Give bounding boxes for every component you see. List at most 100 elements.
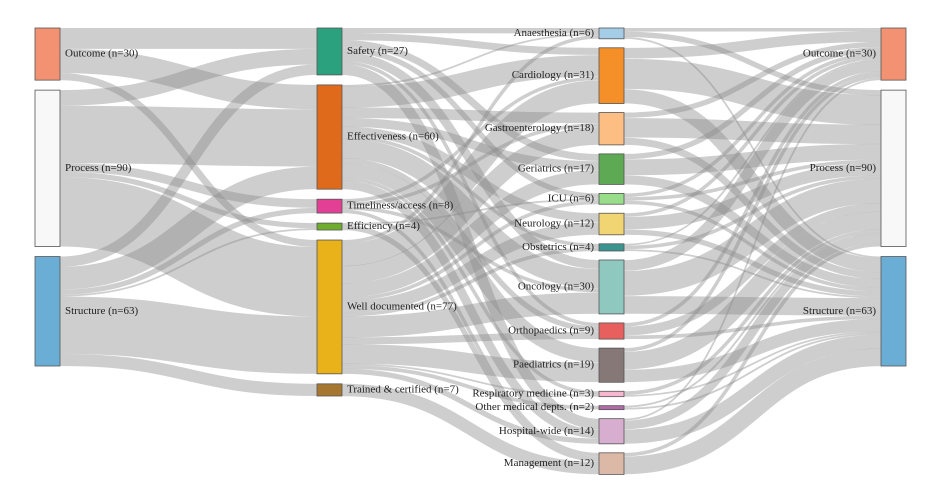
flow-link-Q-welldoc-to-S-resp xyxy=(341,363,600,397)
node-r-structure xyxy=(880,256,907,367)
node-label-q-welldoc: Well documented (n=77) xyxy=(347,300,457,312)
flow-link-S-cardio-to-R-process xyxy=(623,58,882,126)
flow-link-S-geri-to-R-process xyxy=(623,143,882,176)
node-s-mgmt xyxy=(598,452,625,475)
flow-link-Q-effic-to-S-icu xyxy=(341,198,600,225)
flow-link-S-ortho-to-R-process xyxy=(623,203,882,336)
flow-link-S-onco-to-R-process xyxy=(623,178,882,296)
node-s-hosp xyxy=(598,418,625,445)
node-label-s-obst: Obstetrics (n=4) xyxy=(522,241,594,253)
flow-link-S-hosp-to-R-outcome xyxy=(623,78,882,421)
flow-link-S-neuro-to-R-process xyxy=(623,163,882,230)
flow-link-S-gastro-to-R-outcome xyxy=(623,41,882,118)
node-s-geri xyxy=(598,153,625,185)
node-s-obst xyxy=(598,243,625,252)
flow-link-Q-welldoc-to-S-other xyxy=(341,365,600,410)
node-s-cardio xyxy=(598,47,625,104)
flow-link-S-icu-to-R-process xyxy=(623,159,882,201)
flow-link-Q-welldoc-to-S-gastro xyxy=(341,127,600,284)
flow-link-S-resp-to-R-process xyxy=(623,229,882,395)
flow-link-L-outcome-to-Q-effect xyxy=(59,48,318,110)
node-labels: Outcome (n=30) Process (n=90) Structure (n… xyxy=(65,27,876,469)
node-label-s-geri: Geriatrics (n=17) xyxy=(518,163,594,175)
flow-link-Q-timely-to-S-gastro xyxy=(341,123,600,207)
flow-link-Q-effect-to-S-geri xyxy=(341,117,600,170)
flow-link-S-mgmt-to-R-process xyxy=(623,243,882,457)
flow-link-S-obst-to-R-outcome xyxy=(623,59,882,246)
flow-link-Q-effect-to-S-anaes xyxy=(341,33,600,87)
node-s-other xyxy=(598,405,625,411)
flow-link-S-other-to-R-structure xyxy=(623,332,882,410)
flow-link-L-process-to-Q-timely xyxy=(59,163,318,208)
flow-link-L-structure-to-Q-safety xyxy=(59,64,318,267)
node-label-s-cardio: Cardiology (n=31) xyxy=(512,69,595,81)
flow-link-S-neuro-to-R-outcome xyxy=(623,55,882,217)
flow-link-L-structure-to-Q-welldoc xyxy=(59,296,318,374)
node-label-l-structure: Structure (n=63) xyxy=(65,305,138,317)
flow-link-S-ortho-to-R-outcome xyxy=(623,71,882,327)
flow-link-Q-welldoc-to-S-anaes xyxy=(341,35,600,244)
flow-link-S-gastro-to-R-structure xyxy=(623,137,882,280)
node-label-q-effect: Effectiveness (n=60) xyxy=(347,131,439,143)
node-label-r-structure: Structure (n=63) xyxy=(803,305,876,317)
flow-link-Q-safety-to-S-cardio xyxy=(341,33,600,55)
node-q-welldoc xyxy=(316,239,343,375)
flow-link-Q-safety-to-S-icu xyxy=(341,47,600,199)
flow-link-S-icu-to-R-structure xyxy=(623,200,882,292)
node-l-structure xyxy=(34,256,61,367)
flow-link-S-icu-to-R-outcome xyxy=(623,52,882,198)
flow-link-Q-safety-to-S-hosp xyxy=(341,64,600,430)
flow-link-S-geri-to-R-structure xyxy=(623,175,882,288)
flow-link-Q-trained-to-S-mgmt xyxy=(341,383,600,475)
flow-link-S-resp-to-R-structure xyxy=(623,331,882,397)
flow-link-L-outcome-to-Q-welldoc xyxy=(59,73,318,247)
node-label-s-neuro: Neurology (n=12) xyxy=(514,218,594,230)
node-s-neuro xyxy=(598,212,625,236)
flow-link-L-structure-to-Q-timely xyxy=(59,207,318,295)
flow-link-S-anaes-to-R-structure xyxy=(623,37,882,259)
flow-link-S-anaes-to-R-process xyxy=(623,31,882,96)
flow-link-S-cardio-to-R-outcome xyxy=(623,31,882,59)
flow-link-Q-effect-to-S-neuro xyxy=(341,126,600,223)
flow-link-S-geri-to-R-outcome xyxy=(623,47,882,160)
node-q-safety xyxy=(316,27,343,76)
flow-link-Q-effect-to-S-resp xyxy=(341,176,600,395)
flow-link-S-obst-to-R-process xyxy=(623,175,882,250)
flow-link-S-paed-to-R-outcome xyxy=(623,74,882,352)
flow-link-S-hosp-to-R-process xyxy=(623,234,882,430)
flow-link-S-paed-to-R-structure xyxy=(623,318,882,383)
flow-link-Q-safety-to-S-geri xyxy=(341,40,600,162)
flow-link-S-cardio-to-R-structure xyxy=(623,89,882,273)
node-label-s-mgmt: Management (n=12) xyxy=(504,457,595,469)
flow-link-Q-effect-to-S-cardio xyxy=(341,55,600,108)
node-q-effect xyxy=(316,84,343,190)
flow-link-Q-welldoc-to-S-icu xyxy=(341,200,600,301)
flow-link-Q-welldoc-to-S-neuro xyxy=(341,222,600,314)
node-label-q-safety: Safety (n=27) xyxy=(347,45,408,57)
flow-link-Q-effect-to-S-paed xyxy=(341,162,600,363)
flow-link-Q-effect-to-S-ortho xyxy=(341,157,600,332)
node-label-s-other: Other medical depts. (n=2) xyxy=(475,401,594,413)
flow-nodes xyxy=(34,27,907,475)
flow-link-S-gastro-to-R-process xyxy=(623,118,882,145)
node-label-s-icu: ICU (n=6) xyxy=(548,192,595,204)
node-q-timely xyxy=(316,198,343,214)
flow-link-S-neuro-to-R-structure xyxy=(623,229,882,297)
node-label-r-outcome: Outcome (n=30) xyxy=(803,48,876,60)
node-label-s-hosp: Hospital-wide (n=14) xyxy=(499,425,594,437)
flow-link-Q-effect-to-S-onco xyxy=(341,138,600,289)
node-q-effic xyxy=(316,222,343,231)
flow-link-Q-welldoc-to-S-paed xyxy=(341,344,600,383)
flow-link-S-ortho-to-R-structure xyxy=(623,315,882,340)
flow-links xyxy=(59,27,882,475)
node-s-ortho xyxy=(598,322,625,340)
flow-link-S-onco-to-R-outcome xyxy=(623,60,882,271)
flow-link-Q-safety-to-S-ortho xyxy=(341,60,600,327)
flow-link-Q-timely-to-S-mgmt xyxy=(341,209,600,457)
node-label-q-trained: Trained & certified (n=7) xyxy=(347,383,459,395)
node-label-l-outcome: Outcome (n=30) xyxy=(65,48,138,60)
flow-link-Q-welldoc-to-S-hosp xyxy=(341,368,600,444)
node-label-r-process: Process (n=90) xyxy=(810,162,877,174)
node-label-s-gastro: Gastroenterology (n=18) xyxy=(485,122,594,134)
